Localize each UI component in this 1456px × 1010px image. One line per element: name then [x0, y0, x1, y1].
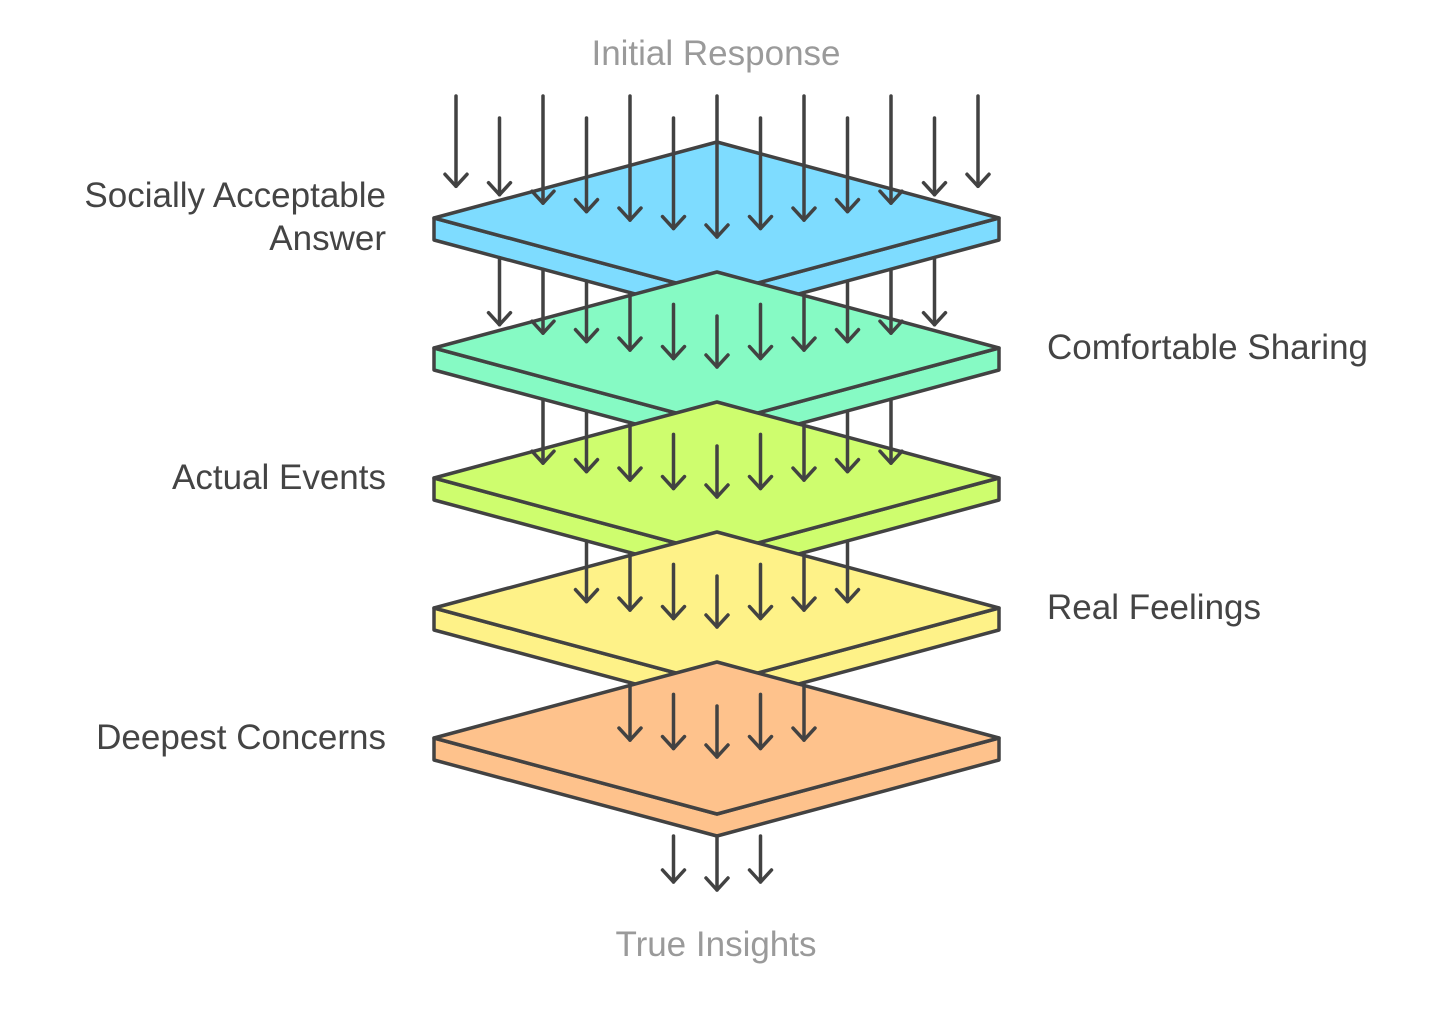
flow-arrow-1-9 — [878, 267, 904, 335]
flow-arrow-2-8 — [878, 397, 904, 465]
flow-arrow-1-2 — [573, 279, 600, 344]
flow-arrow-0-9 — [834, 116, 861, 214]
flow-arrow-3-4 — [747, 562, 774, 621]
flow-arrow-0-1 — [486, 116, 513, 197]
flow-arrow-1-0 — [486, 255, 513, 327]
flow-arrow-4-0 — [617, 680, 643, 742]
flow-arrow-1-7 — [791, 290, 817, 352]
flow-arrow-1-10 — [921, 255, 948, 327]
flow-arrow-0-7 — [747, 116, 774, 231]
flow-arrow-2-4 — [704, 444, 730, 499]
flow-arrow-4-2 — [704, 704, 730, 759]
flow-arrow-1-1 — [530, 267, 556, 335]
layer-label-deepest-concerns: Deepest Concerns — [96, 718, 386, 757]
flow-arrow-2-2 — [617, 420, 643, 482]
flow-arrow-0-4 — [617, 94, 643, 222]
flow-arrow-2-5 — [747, 432, 774, 491]
flow-arrow-3-2 — [660, 562, 687, 621]
flow-arrow-5-1 — [704, 834, 730, 892]
layer-label-comfortable-sharing: Comfortable Sharing — [1047, 328, 1368, 367]
layer-label-real-feelings: Real Feelings — [1047, 588, 1261, 627]
flow-arrow-0-10 — [878, 94, 904, 205]
flow-arrow-2-7 — [834, 409, 861, 474]
flow-arrow-0-11 — [921, 116, 948, 197]
flow-arrow-1-6 — [747, 302, 774, 361]
flow-arrow-0-2 — [530, 94, 556, 205]
flow-arrow-0-8 — [791, 94, 817, 222]
initial-response-label: Initial Response — [591, 34, 841, 73]
flow-arrow-4-3 — [747, 692, 774, 751]
layer-label-socially-acceptable-answer: Socially Acceptable Answer — [84, 176, 386, 258]
flow-arrow-0-0 — [443, 94, 469, 189]
flow-arrow-3-3 — [704, 574, 730, 629]
true-insights-label: True Insights — [615, 925, 817, 964]
flow-arrow-2-6 — [791, 420, 817, 482]
layer-label-actual-events: Actual Events — [172, 458, 386, 497]
flow-arrow-1-8 — [834, 279, 861, 344]
flow-arrow-1-3 — [617, 290, 643, 352]
layers-group — [432, 94, 1001, 892]
flow-arrow-2-0 — [530, 397, 556, 465]
flow-arrow-1-5 — [704, 314, 730, 369]
flow-arrow-2-3 — [660, 432, 687, 491]
flow-arrow-3-6 — [834, 539, 861, 604]
flow-arrow-4-1 — [660, 692, 687, 751]
flow-arrow-5-0 — [660, 834, 687, 884]
flow-arrow-0-6 — [704, 94, 730, 239]
flow-arrow-2-1 — [573, 409, 600, 474]
flow-arrow-3-1 — [617, 550, 643, 612]
flow-arrow-0-5 — [660, 116, 687, 231]
flow-arrow-4-4 — [791, 680, 817, 742]
flow-arrow-5-2 — [747, 834, 774, 884]
flow-arrow-3-5 — [791, 550, 817, 612]
flow-arrow-0-12 — [965, 94, 991, 189]
flow-arrow-1-4 — [660, 302, 687, 361]
flow-arrow-0-3 — [573, 116, 600, 214]
flow-arrow-3-0 — [573, 539, 600, 604]
